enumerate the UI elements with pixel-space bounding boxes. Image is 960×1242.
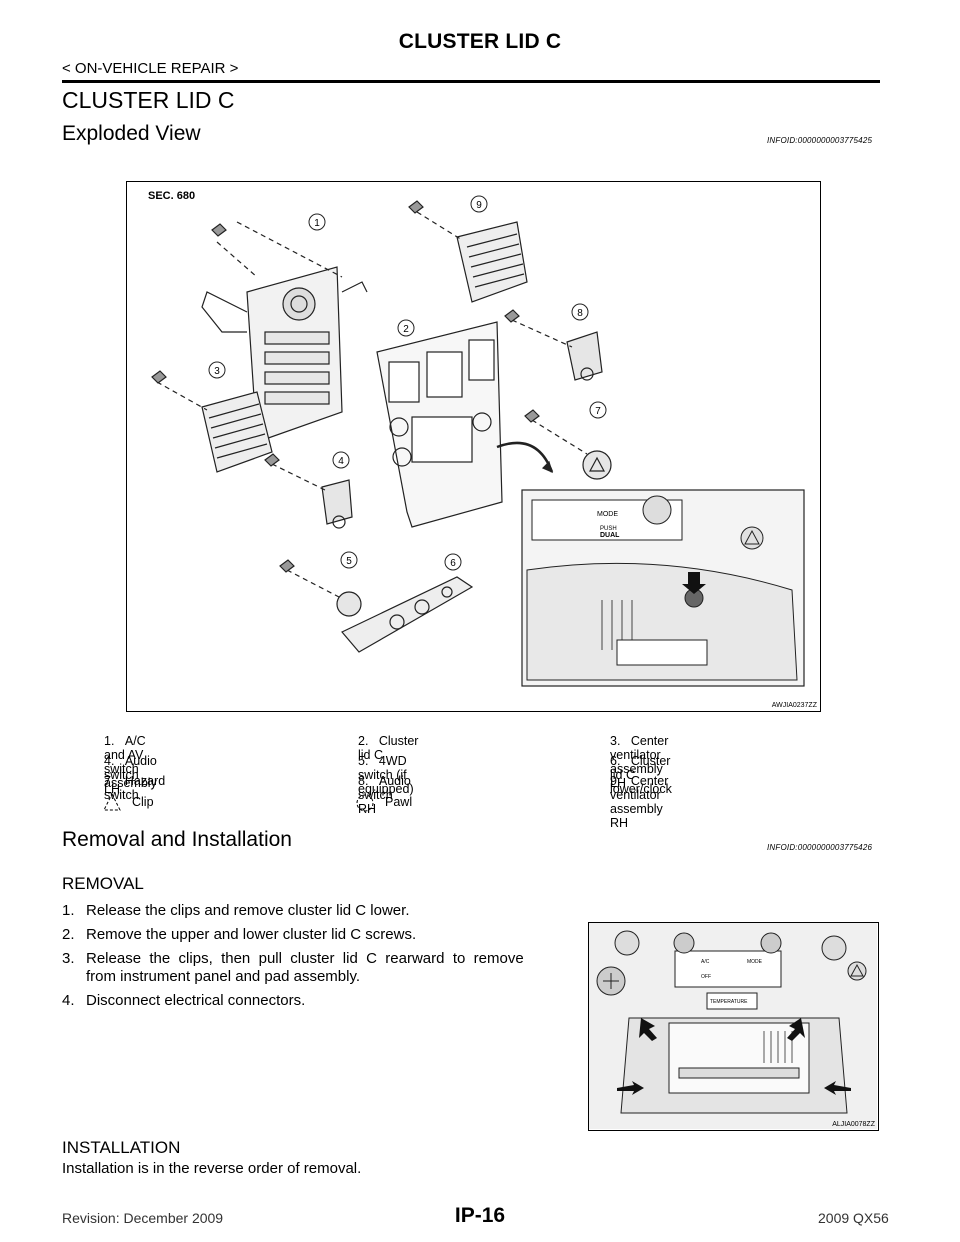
svg-text:8: 8 [577, 308, 583, 319]
svg-text:5: 5 [346, 556, 352, 567]
legend-item: 8. Audio switch RH [358, 774, 411, 816]
clip-symbol-icon [102, 792, 122, 817]
callout-2: 2 [397, 319, 415, 337]
svg-text:4: 4 [338, 456, 344, 467]
svg-text:9: 9 [476, 200, 482, 211]
legend-clip-label: Clip [132, 795, 154, 809]
removal-figure-code: ALJIA0078ZZ [832, 1121, 875, 1128]
exploded-view-heading: Exploded View [62, 122, 201, 145]
4wd-switch-drawing [279, 559, 362, 617]
figure-code: AWJIA0237ZZ [771, 702, 817, 709]
removal-diagram: A/C MODE OFF TEMPERATURE [589, 923, 877, 1129]
installation-heading: INSTALLATION [62, 1138, 181, 1157]
legend-item: 9. Center ventilator assembly RH [610, 774, 669, 830]
svg-text:3: 3 [214, 366, 220, 377]
callout-6: 6 [444, 553, 462, 571]
svg-text:6: 6 [450, 558, 456, 569]
removal-installation-info-id: INFOID:0000000003775426 [767, 843, 873, 852]
exploded-view-info-id: INFOID:0000000003775425 [767, 136, 873, 145]
exploded-view-diagram: MODE PUSH DUAL 1 9 2 8 3 7 4 [151, 195, 805, 687]
legend-item: 1. A/C and AV switch assembly [104, 734, 157, 790]
inset-mode-label: MODE [597, 511, 618, 518]
legend-item: 6. Cluster lid C lower/clock [610, 754, 672, 796]
audio-switch-rh-drawing [504, 309, 603, 381]
release-arrow-2 [787, 1018, 805, 1041]
removal-installation-heading: Removal and Installation [62, 828, 292, 851]
header-divider [62, 80, 880, 83]
inset-push-label: PUSH [600, 526, 617, 532]
removal-figure: A/C MODE OFF TEMPERATURE ALJIA0078ZZ [588, 922, 879, 1131]
panel-mode-label: MODE [747, 959, 763, 965]
callout-7: 7 [589, 401, 607, 419]
audio-switch-lh-drawing [264, 453, 353, 529]
hazard-switch-drawing [524, 409, 612, 480]
cluster-lid-c-drawing [376, 321, 503, 528]
svg-text:2: 2 [403, 324, 409, 335]
exploded-view-figure: MODE PUSH DUAL 1 9 2 8 3 7 4 [126, 181, 821, 712]
footer-page-number: IP-16 [454, 1204, 506, 1227]
removal-heading: REMOVAL [62, 874, 144, 893]
release-arrow-1 [639, 1018, 657, 1041]
pawl-symbol-icon [354, 792, 376, 817]
figure-section-label: SEC. 680 [148, 190, 196, 202]
legend-pawl-label: Pawl [385, 795, 413, 809]
legend-item: 4. Audio switch LH [104, 754, 157, 796]
inset-pointer-arrow [682, 572, 706, 594]
cluster-lid-lower-clock-drawing [341, 576, 474, 653]
legend-item: 3. Center ventilator assembly LH [610, 734, 669, 790]
legend-item: 5. 4WD switch (if equipped) [358, 754, 414, 796]
callout-1: 1 [308, 213, 326, 231]
release-arrow-3 [617, 1081, 644, 1095]
panel-display-label: TEMPERATURE [710, 999, 748, 1005]
callout-9: 9 [470, 195, 488, 213]
inset-dual-label: DUAL [600, 532, 620, 539]
footer-model: 2009 QX56 [818, 1210, 889, 1226]
footer-revision: Revision: December 2009 [62, 1210, 224, 1226]
panel-ac-label: A/C [701, 959, 710, 965]
breadcrumb: < ON-VEHICLE REPAIR > [62, 60, 239, 77]
callout-3: 3 [208, 361, 226, 379]
removal-step-continuation: from instrument panel and pad assembly. [86, 968, 361, 985]
release-arrow-4 [824, 1081, 851, 1095]
center-ventilator-lh-drawing [151, 370, 273, 473]
section-title: CLUSTER LID C [62, 87, 235, 113]
svg-text:7: 7 [595, 406, 601, 417]
panel-off-label: OFF [701, 974, 711, 980]
ac-av-switch-assembly-drawing [201, 221, 368, 443]
detail-inset: MODE PUSH DUAL [521, 489, 805, 687]
legend-item: 7. Hazard switch [104, 774, 166, 802]
legend-item: 2. Cluster lid C [358, 734, 419, 762]
svg-text:1: 1 [314, 218, 320, 229]
callout-5: 5 [340, 551, 358, 569]
installation-text: Installation is in the reverse order of … [62, 1160, 362, 1177]
callout-4: 4 [332, 451, 350, 469]
page-header-title: CLUSTER LID C [398, 30, 562, 53]
callout-8: 8 [571, 303, 589, 321]
center-ventilator-rh-drawing [408, 200, 528, 303]
